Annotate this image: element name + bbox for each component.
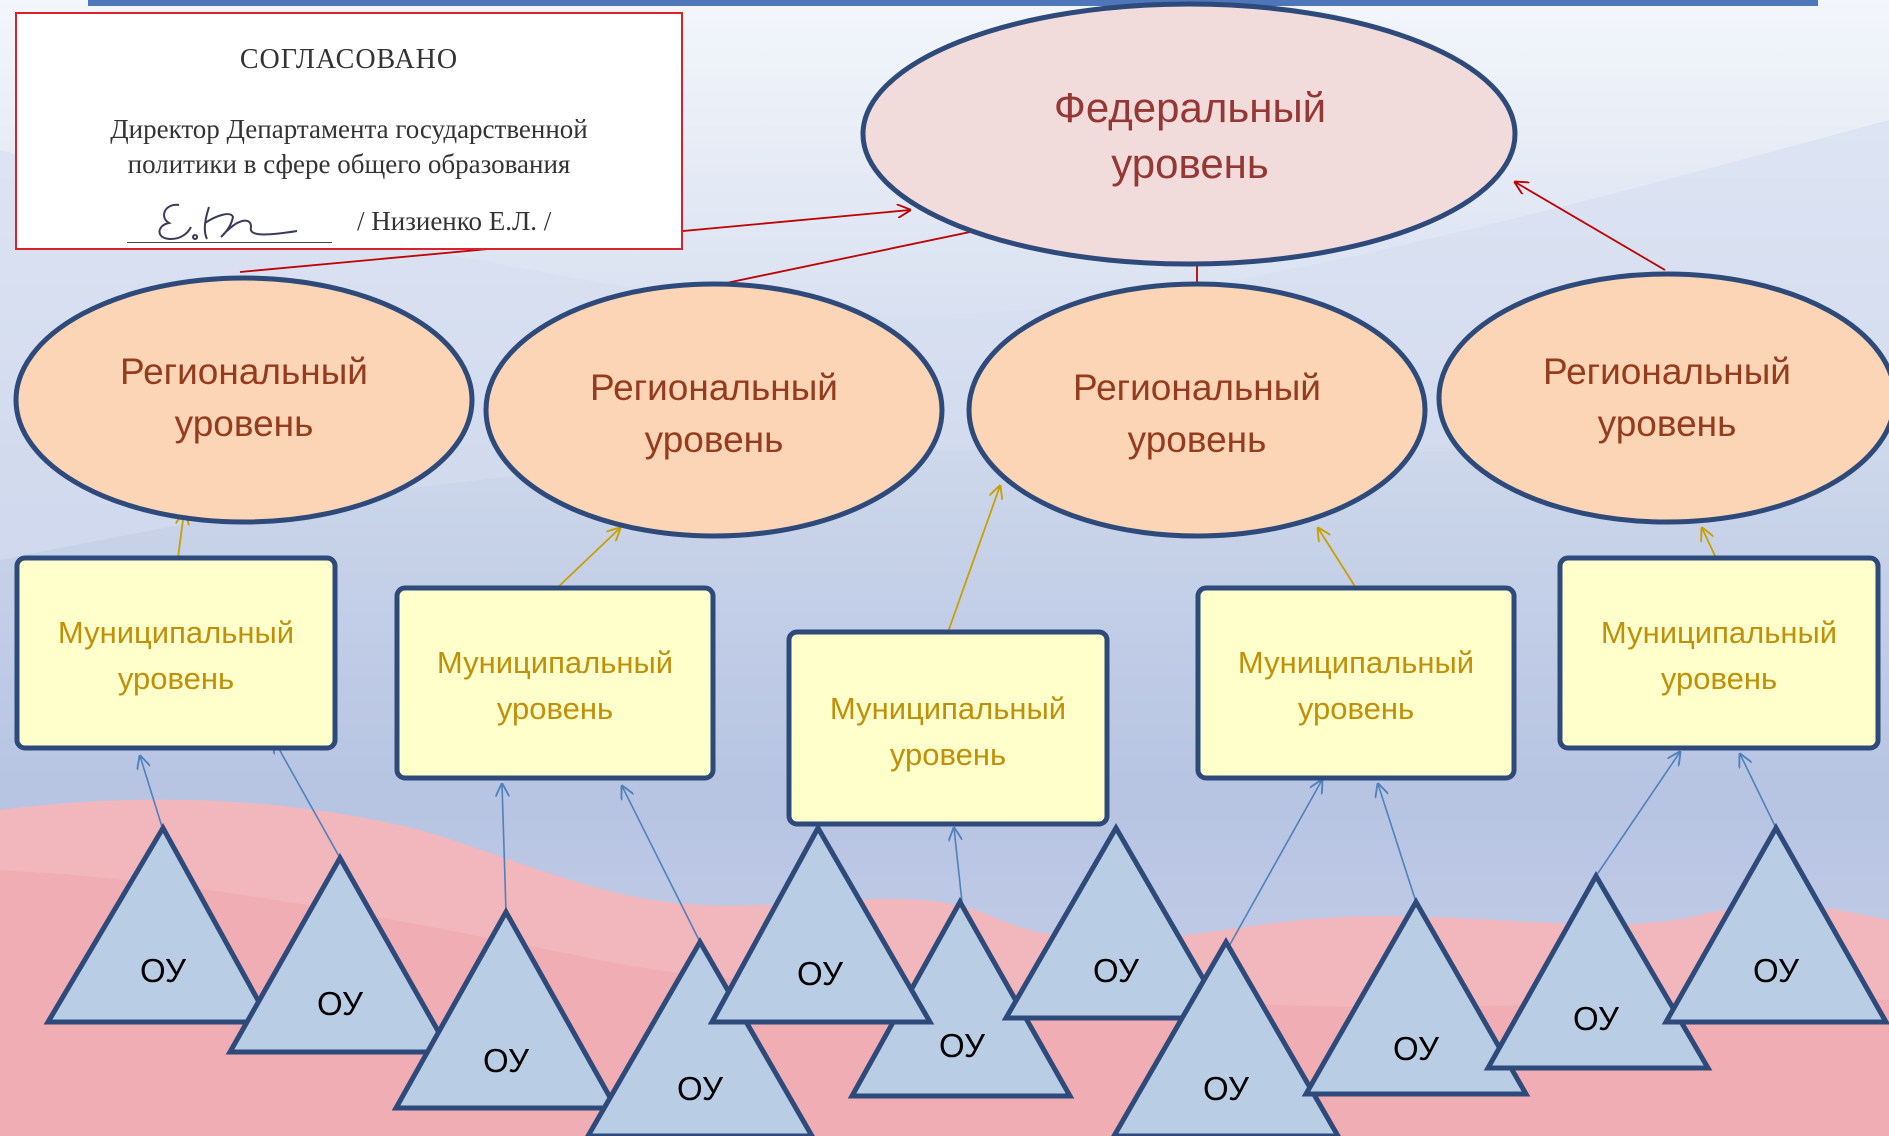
regional-level-node-4 — [1436, 271, 1889, 525]
signature-image — [158, 203, 298, 241]
regional-label-line-2: уровень — [174, 403, 314, 444]
arrow-school-2-to-municipal — [274, 740, 341, 859]
school-node-8 — [1111, 936, 1341, 1136]
regional-label-line-1: Региональный — [120, 351, 368, 392]
top-accent-line — [88, 0, 1818, 6]
municipal-label-line-2: уровень — [1297, 691, 1415, 726]
school-node-10 — [1483, 870, 1713, 1071]
regional-level-label-2: Региональный уровень — [534, 362, 894, 466]
stamp-role-line-1: Директор Департамента государственной — [110, 114, 588, 144]
approval-stamp: СОГЛАСОВАНО Директор Департамента госуда… — [15, 12, 683, 250]
school-label-2: ОУ — [317, 985, 363, 1022]
school-label-5: ОУ — [797, 955, 843, 992]
regional-label-line-2: уровень — [1127, 419, 1267, 460]
arrow-school-7-to-municipal — [1378, 784, 1417, 903]
federal-label-line-1: Федеральный — [1053, 84, 1327, 131]
school-node-11 — [1661, 822, 1889, 1025]
regional-label-line-2: уровень — [644, 419, 784, 460]
school-node-5 — [707, 822, 935, 1025]
arrow-school-6-to-municipal — [1227, 780, 1322, 949]
regional-label-line-1: Региональный — [1543, 351, 1791, 392]
school-label-10: ОУ — [1573, 1000, 1619, 1037]
federal-label-line-2: уровень — [1111, 140, 1269, 187]
municipal-level-label-1: Муниципальный уровень — [26, 610, 326, 702]
signature-line — [127, 242, 332, 243]
municipal-level-node-4 — [1195, 585, 1517, 781]
municipal-level-node-5 — [1557, 555, 1881, 751]
federal-level-node — [860, 1, 1518, 267]
regional-level-node-1 — [13, 275, 475, 525]
school-label-7: ОУ — [1093, 952, 1139, 989]
municipal-label-line-1: Муниципальный — [829, 691, 1067, 726]
school-label-6: ОУ — [939, 1027, 985, 1064]
regional-level-node-3 — [966, 281, 1428, 539]
school-node-9 — [1301, 896, 1531, 1097]
school-label-4: ОУ — [677, 1070, 723, 1107]
stamp-signatory-name: / Низиенко Е.Л. / — [357, 206, 552, 236]
regional-level-label-3: Региональный уровень — [1017, 362, 1377, 466]
arrow-school-4-to-municipal — [622, 786, 701, 943]
municipal-level-label-5: Муниципальный уровень — [1569, 610, 1869, 702]
school-label-9: ОУ — [1393, 1030, 1439, 1067]
stamp-role: Директор Департамента государственной по… — [17, 112, 681, 182]
school-node-1 — [43, 822, 275, 1025]
school-node-7 — [1001, 823, 1231, 1021]
federal-level-label: Федеральный уровень — [1000, 80, 1380, 192]
arrow-municipal-4-to-regional — [1318, 528, 1357, 589]
municipal-label-line-1: Муниципальный — [1600, 615, 1838, 650]
arrow-school-5-to-municipal — [954, 828, 963, 903]
arrow-municipal-3-to-regional — [947, 486, 1000, 633]
school-label-1: ОУ — [140, 952, 186, 989]
municipal-label-line-1: Муниципальный — [436, 645, 674, 680]
municipal-level-node-1 — [14, 555, 338, 751]
municipal-level-node-3 — [786, 629, 1110, 827]
arrow-municipal-2-to-regional — [554, 528, 620, 591]
arrow-regional-4-to-federal — [1515, 182, 1666, 271]
school-node-3 — [391, 906, 621, 1111]
municipal-level-node-2 — [394, 585, 716, 781]
municipal-label-line-1: Муниципальный — [1237, 645, 1475, 680]
municipal-level-label-2: Муниципальный уровень — [405, 640, 705, 732]
municipal-label-line-1: Муниципальный — [57, 615, 295, 650]
arrow-municipal-5-to-regional — [1702, 528, 1717, 559]
regional-label-line-1: Региональный — [1073, 367, 1321, 408]
arrow-school-3-to-municipal — [502, 784, 506, 913]
regional-label-line-2: уровень — [1597, 403, 1737, 444]
arrow-school-1-to-municipal — [140, 756, 164, 831]
school-label-11: ОУ — [1753, 952, 1799, 989]
municipal-label-line-2: уровень — [496, 691, 614, 726]
school-node-4 — [585, 936, 815, 1136]
municipal-label-line-2: уровень — [117, 661, 235, 696]
regional-level-label-4: Региональный уровень — [1487, 346, 1847, 450]
school-node-2 — [225, 852, 455, 1055]
regional-level-node-2 — [483, 281, 945, 539]
school-label-3: ОУ — [483, 1042, 529, 1079]
arrow-school-9-to-municipal — [1740, 754, 1777, 829]
municipal-label-line-2: уровень — [1660, 661, 1778, 696]
stamp-role-line-2: политики в сфере общего образования — [127, 149, 571, 179]
regional-level-label-1: Региональный уровень — [64, 346, 424, 450]
regional-label-line-1: Региональный — [590, 367, 838, 408]
stamp-title: СОГЛАСОВАНО — [239, 44, 459, 75]
arrow-regional-2-to-federal — [711, 222, 1018, 287]
municipal-level-label-3: Муниципальный уровень — [798, 686, 1098, 778]
arrow-school-8-to-municipal — [1595, 752, 1680, 877]
school-label-8: ОУ — [1203, 1070, 1249, 1107]
municipal-level-label-4: Муниципальный уровень — [1206, 640, 1506, 732]
municipal-label-line-2: уровень — [889, 737, 1007, 772]
